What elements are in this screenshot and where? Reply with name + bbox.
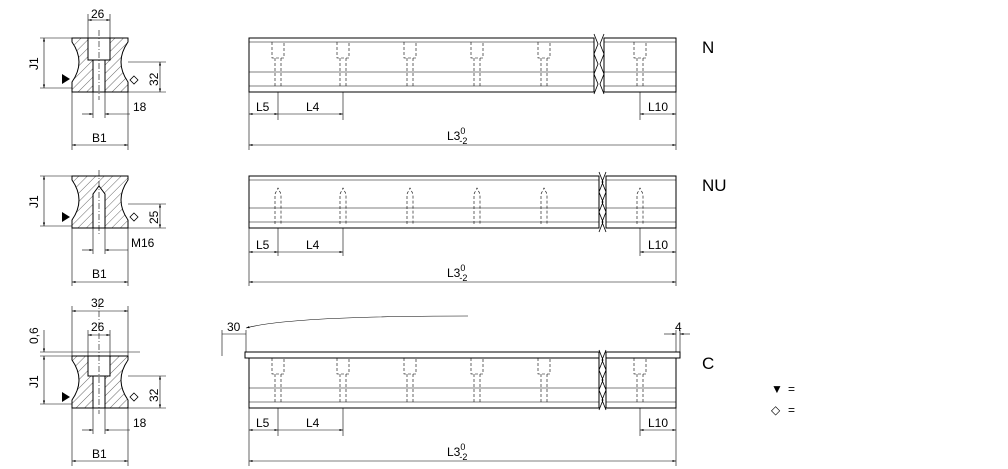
rail-n — [248, 33, 677, 150]
dim-l5: L5 — [256, 238, 270, 252]
dim-base: B1 — [92, 131, 107, 145]
dim-l5: L5 — [256, 100, 270, 114]
cross-section-nu — [40, 170, 166, 286]
dim-height: J1 — [27, 57, 41, 70]
row-c: 32 26 0,6 J1 32 18 B1 — [27, 296, 714, 466]
legend: ▼ = ◇ = — [771, 382, 795, 417]
dim-l10: L10 — [648, 238, 668, 252]
reference-surface-icon — [129, 212, 139, 222]
dim-l4: L4 — [306, 416, 320, 430]
dim-l10: L10 — [648, 100, 668, 114]
dim-side: 32 — [147, 388, 161, 402]
dim-top-width: 26 — [91, 7, 105, 21]
dim-bottom: M16 — [131, 236, 155, 250]
dim-l10: L10 — [648, 416, 668, 430]
dim-l4: L4 — [306, 238, 320, 252]
dim-height: J1 — [27, 195, 41, 208]
dim-offset: 0,6 — [27, 327, 41, 344]
reference-surface-icon — [129, 392, 139, 402]
legend-symbol-machined: ▼ — [771, 382, 783, 396]
dim-bottom: 18 — [133, 100, 147, 114]
row-n: 26 J1 32 18 B1 — [27, 7, 714, 150]
cross-section-c — [40, 300, 166, 466]
dim-l3: L30-2 — [447, 263, 467, 283]
dim-height: J1 — [27, 375, 41, 388]
legend-text-machined: = — [788, 382, 795, 396]
variant-label-nu: NU — [702, 176, 727, 195]
dim-l3: L30-2 — [447, 126, 467, 146]
dim-side: 32 — [147, 72, 161, 86]
machined-surface-icon — [62, 74, 70, 84]
dim-l3: L30-2 — [447, 442, 467, 462]
dim-side: 25 — [147, 210, 161, 224]
variant-label-n: N — [702, 38, 714, 57]
variant-label-c: C — [702, 354, 714, 373]
dim-angle: 30 — [227, 320, 241, 334]
reference-surface-icon — [129, 75, 139, 85]
dim-base: B1 — [92, 267, 107, 281]
rail-nu — [248, 171, 677, 286]
dim-outer-width: 32 — [91, 296, 105, 310]
machined-surface-icon — [62, 392, 70, 402]
dim-base: B1 — [92, 447, 107, 461]
legend-text-reference: = — [788, 403, 795, 417]
dim-l5: L5 — [256, 416, 270, 430]
cross-section-n — [40, 14, 166, 150]
rail-c — [221, 315, 690, 466]
dim-top-width: 26 — [91, 320, 105, 334]
row-nu: J1 25 M16 B1 — [27, 170, 727, 286]
dim-l4: L4 — [306, 100, 320, 114]
machined-surface-icon — [62, 212, 70, 222]
dim-end-cap: 4 — [675, 320, 682, 334]
legend-symbol-reference: ◇ — [771, 403, 781, 417]
dim-bottom: 18 — [133, 416, 147, 430]
